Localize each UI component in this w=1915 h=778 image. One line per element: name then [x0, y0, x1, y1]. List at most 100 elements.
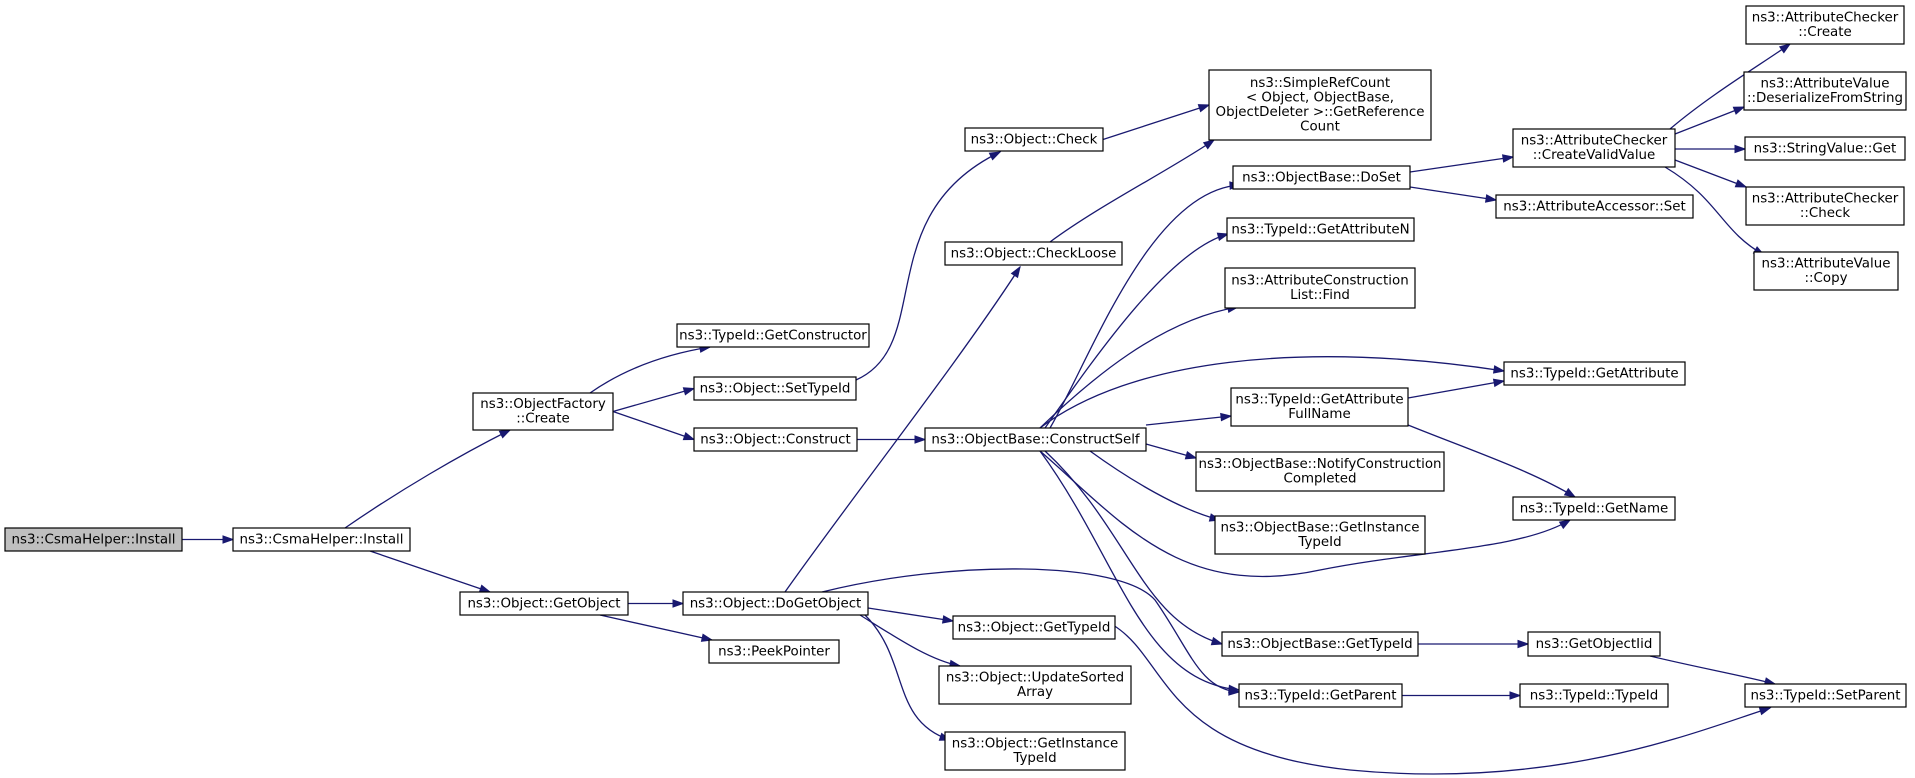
node-box	[1503, 361, 1686, 386]
node-accessorSet[interactable]: ns3::AttributeAccessor::Set	[1495, 194, 1694, 219]
node-box	[1519, 683, 1669, 708]
node-setTypeId[interactable]: ns3::Object::SetTypeId	[693, 376, 857, 401]
node-check[interactable]: ns3::Object::Check	[964, 127, 1104, 152]
node-box	[1745, 5, 1905, 45]
node-box	[1214, 515, 1426, 555]
node-checkLoose[interactable]: ns3::Object::CheckLoose	[944, 241, 1123, 266]
node-getAttribute[interactable]: ns3::TypeId::GetAttribute	[1503, 361, 1686, 386]
node-getAttributeN[interactable]: ns3::TypeId::GetAttributeN	[1226, 217, 1415, 242]
arrowhead	[1210, 636, 1224, 646]
edge-objGetTypeId-to-setParent	[1112, 624, 1772, 775]
node-label-line: ns3::GetObjectIid	[1536, 637, 1653, 652]
node-label-line: ns3::AttributeConstruction	[1231, 274, 1408, 289]
node-checkerCreate[interactable]: ns3::AttributeChecker::Create	[1745, 5, 1905, 45]
node-box	[1224, 267, 1416, 309]
node-getParent[interactable]: ns3::TypeId::GetParent	[1238, 683, 1403, 708]
edge-line	[864, 614, 951, 741]
arrowhead	[1184, 451, 1198, 460]
node-label-line: ns3::Object::GetObject	[467, 596, 620, 611]
arrowhead	[1734, 144, 1747, 154]
node-install2[interactable]: ns3::CsmaHelper::Install	[232, 527, 411, 552]
node-box	[693, 427, 858, 452]
node-deserialize[interactable]: ns3::AttributeValue::DeserializeFromStri…	[1743, 71, 1907, 111]
node-box	[964, 127, 1104, 152]
node-label-line: Array	[1017, 685, 1053, 700]
node-box	[1208, 69, 1432, 141]
node-createValidValue[interactable]: ns3::AttributeChecker::CreateValidValue	[1512, 128, 1676, 168]
node-peekPointer[interactable]: ns3::PeekPointer	[708, 639, 840, 664]
node-objGetTypeId[interactable]: ns3::Object::GetTypeId	[952, 615, 1116, 640]
node-label-line: ns3::TypeId::GetConstructor	[679, 328, 867, 343]
edge-line	[1407, 424, 1576, 498]
node-stringValueGet[interactable]: ns3::StringValue::Get	[1744, 136, 1906, 161]
arrowhead	[1563, 487, 1577, 498]
node-label-line: ns3::TypeId::TypeId	[1530, 688, 1658, 703]
edge-doGetObject-to-checkLoose	[784, 265, 1021, 593]
edge-install2-to-getObject	[369, 550, 492, 593]
node-label-line: ns3::CsmaHelper::Install	[240, 532, 404, 547]
arrowhead	[1484, 194, 1498, 203]
node-doGetObject[interactable]: ns3::Object::DoGetObject	[682, 591, 869, 616]
call-graph-nodes: ns3::CsmaHelper::Install ns3::CsmaHelper:…	[4, 5, 1907, 771]
node-label-line: ns3::TypeId::GetParent	[1245, 688, 1397, 703]
edge-line	[1044, 450, 1223, 645]
arrowhead	[1501, 154, 1515, 163]
edge-doGetObject-to-objGetTypeId	[867, 607, 955, 624]
node-obGetTypeId[interactable]: ns3::ObjectBase::GetTypeId	[1221, 631, 1419, 657]
node-checkerCheck[interactable]: ns3::AttributeChecker::Check	[1745, 186, 1905, 226]
node-factoryCreate[interactable]: ns3::ObjectFactory::Create	[472, 392, 614, 431]
arrowhead	[988, 151, 1002, 161]
node-root[interactable]: ns3::CsmaHelper::Install	[4, 527, 183, 552]
node-box	[944, 731, 1126, 771]
edge-constructSelf-to-obGetTypeId	[1044, 450, 1224, 646]
node-box	[1745, 186, 1905, 226]
node-box	[1495, 194, 1694, 219]
node-getName[interactable]: ns3::TypeId::GetName	[1512, 496, 1676, 521]
edge-constructSelf-to-doSet	[1049, 181, 1242, 429]
edge-constructSelf-to-getAttributeN	[1044, 232, 1230, 429]
node-box	[924, 427, 1147, 452]
node-label-line: Count	[1300, 120, 1340, 135]
node-box	[1512, 128, 1676, 168]
node-getConstructor[interactable]: ns3::TypeId::GetConstructor	[676, 323, 870, 348]
node-box	[682, 591, 869, 616]
node-construct[interactable]: ns3::Object::Construct	[693, 427, 858, 452]
edge-line	[821, 568, 1240, 693]
node-getObjectIid[interactable]: ns3::GetObjectIid	[1527, 631, 1661, 657]
edge-constructSelf-to-getAttribute	[1039, 356, 1506, 429]
node-label-line: ns3::Object::SetTypeId	[700, 381, 851, 396]
node-label-line: TypeId	[1297, 535, 1341, 550]
node-valueCopy[interactable]: ns3::AttributeValue::Copy	[1753, 251, 1899, 291]
edge-constructSelf-to-getName	[1039, 450, 1572, 578]
node-notifyConstruction[interactable]: ns3::ObjectBase::NotifyConstructionCompl…	[1195, 451, 1445, 492]
edge-line	[855, 151, 1001, 381]
edge-root-to-install2	[182, 535, 235, 544]
edge-line	[589, 346, 711, 394]
node-getObject[interactable]: ns3::Object::GetObject	[459, 591, 629, 616]
node-getReferenceCount[interactable]: ns3::SimpleRefCount< Object, ObjectBase,…	[1208, 69, 1432, 141]
node-typeIdCtor[interactable]: ns3::TypeId::TypeId	[1519, 683, 1669, 708]
edge-constructSelf-to-getAttributeFullName	[1145, 412, 1233, 426]
edge-createValidValue-to-deserialize	[1674, 106, 1746, 135]
arrowhead	[1734, 179, 1748, 188]
node-setParent[interactable]: ns3::TypeId::SetParent	[1744, 683, 1907, 708]
edge-line	[1089, 450, 1221, 521]
node-box	[1743, 71, 1907, 111]
edge-check-to-getReferenceCount	[1102, 104, 1211, 141]
node-label-line: ns3::Object::Construct	[700, 432, 851, 447]
edge-createValidValue-to-stringValueGet	[1675, 144, 1747, 154]
edge-createValidValue-to-checkerCheck	[1674, 159, 1748, 188]
edge-line	[612, 387, 695, 413]
edge-line	[1674, 106, 1745, 135]
arrowhead	[1558, 519, 1572, 530]
node-doSet[interactable]: ns3::ObjectBase::DoSet	[1232, 165, 1411, 190]
node-constructSelf[interactable]: ns3::ObjectBase::ConstructSelf	[924, 427, 1147, 452]
edge-checkLoose-to-getReferenceCount	[1049, 139, 1216, 243]
edge-line	[612, 410, 695, 441]
